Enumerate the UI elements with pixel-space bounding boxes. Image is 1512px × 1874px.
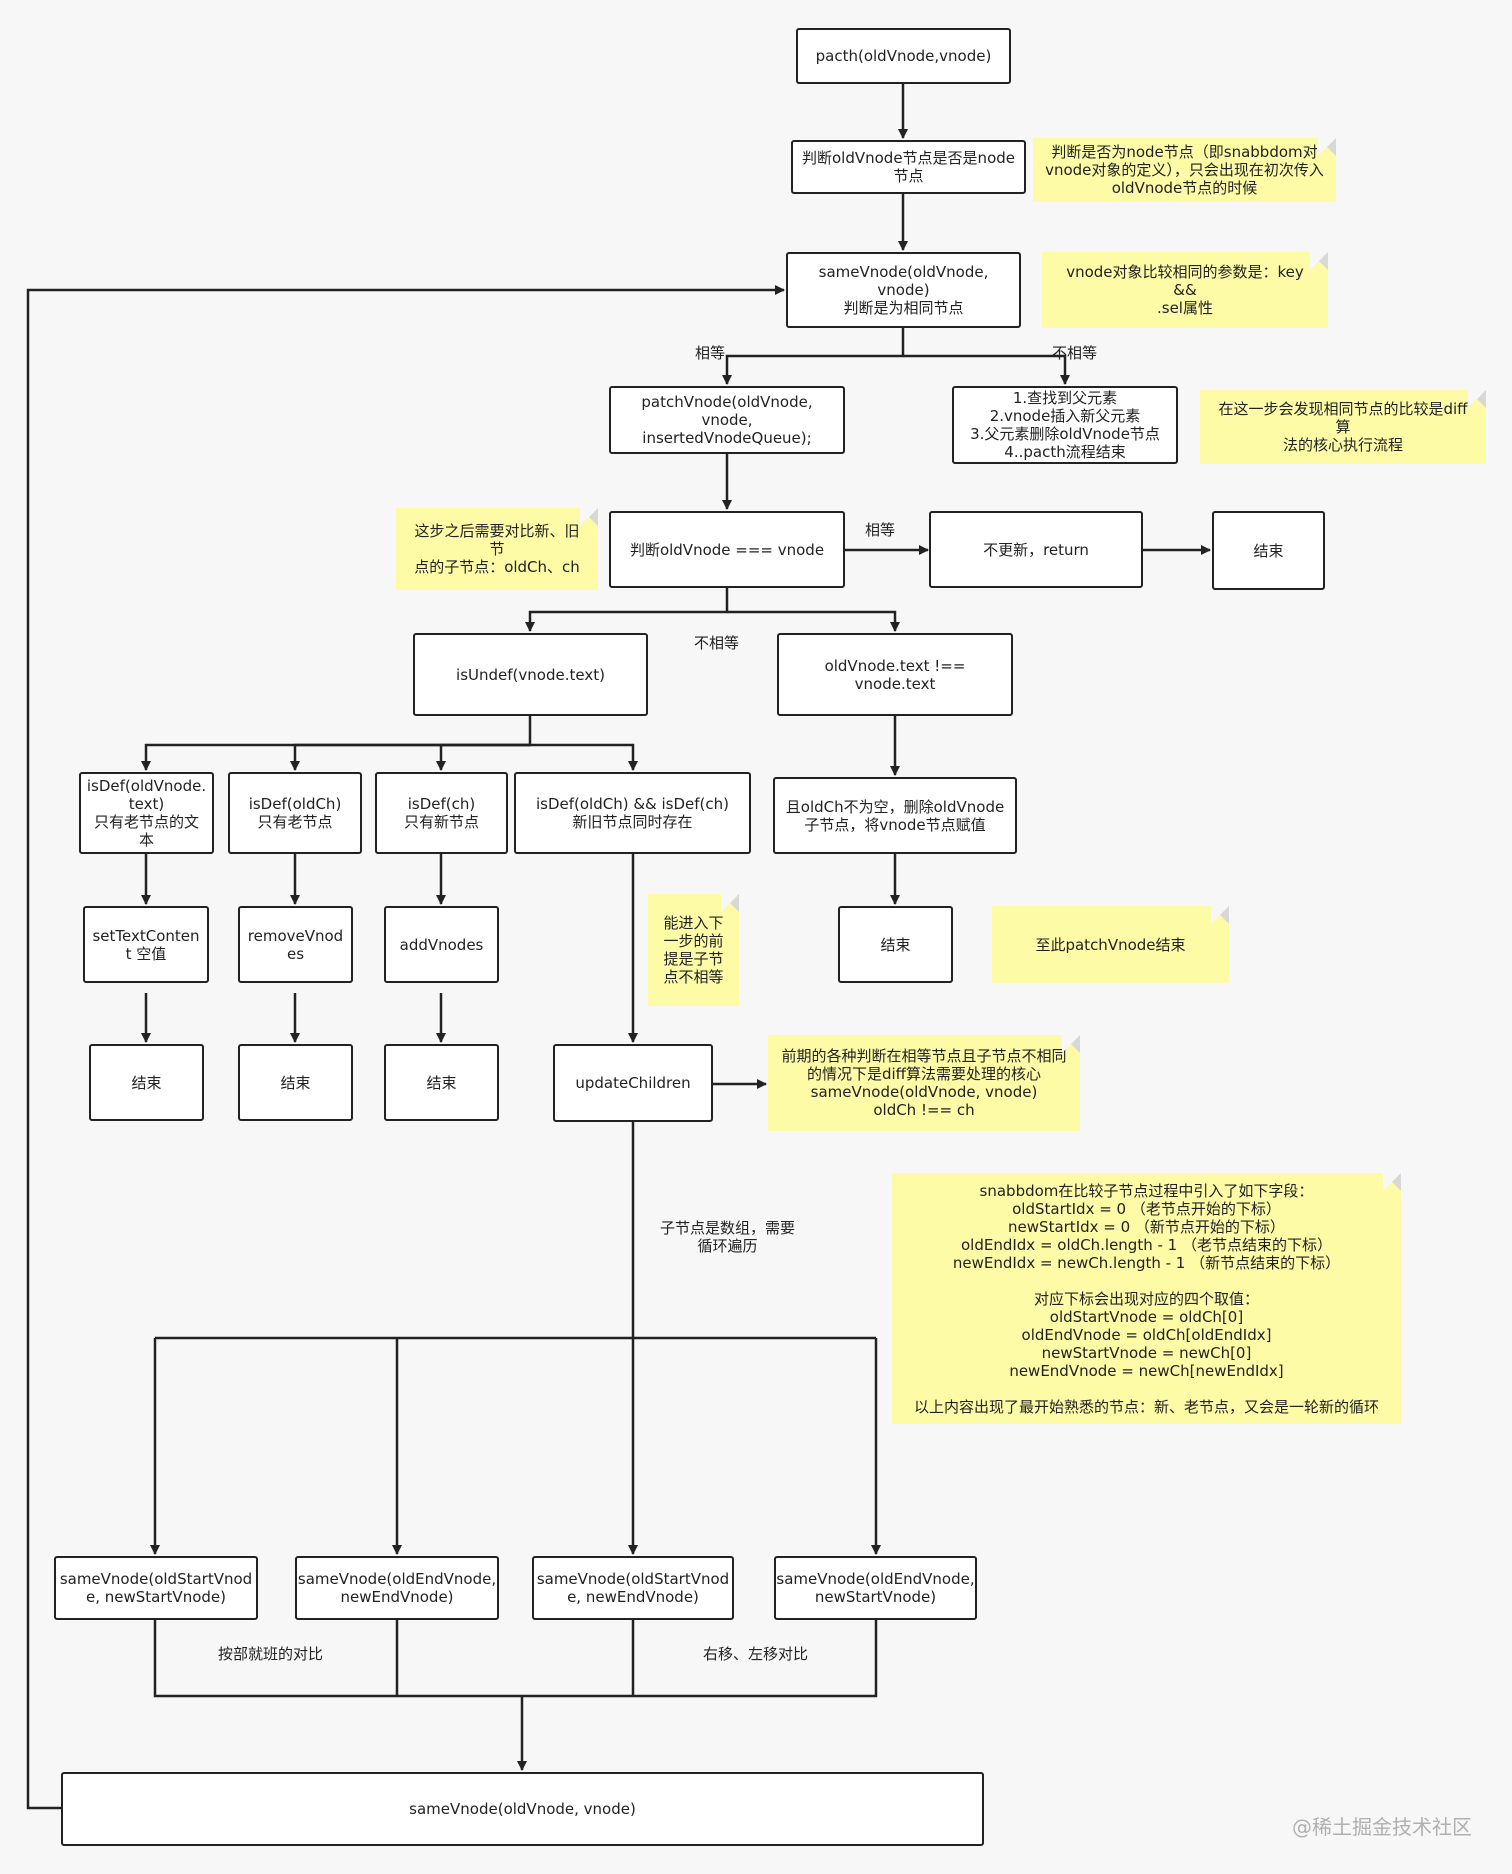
label-equal-1: 相等 <box>695 344 726 362</box>
end-node-5: 结束 <box>838 906 953 983</box>
same-vnode-end-end: sameVnode(oldEndVnode, newEndVnode) <box>295 1556 499 1620</box>
text-not-equal-check: oldVnode.text !== vnode.text <box>777 633 1013 716</box>
patch-vnode-node: patchVnode(oldVnode, vnode, insertedVnod… <box>609 386 845 454</box>
same-vnode-start-start: sameVnode(oldStartVnod e, newStartVnode) <box>54 1556 258 1620</box>
equal-check: 判断oldVnode === vnode <box>609 511 845 588</box>
same-vnode-check: sameVnode(oldVnode, vnode) 判断是为相同节点 <box>786 252 1021 328</box>
remove-old-children-node: 且oldCh不为空，删除oldVnode 子节点，将vnode节点赋值 <box>773 777 1017 854</box>
isdef-ch-node: isDef(ch) 只有新节点 <box>375 772 508 854</box>
note-compare-children: 这步之后需要对比新、旧节 点的子节点：oldCh、ch <box>396 508 598 590</box>
start-node: pacth(oldVnode,vnode) <box>796 28 1011 84</box>
isdef-old-text-node: isDef(oldVnode. text) 只有老节点的文 本 <box>79 772 214 854</box>
note-update-children-core: 前期的各种判断在相等节点且子节点不相同 的情况下是diff算法需要处理的核心 s… <box>768 1035 1080 1131</box>
end-node-1: 结束 <box>1212 511 1325 590</box>
set-text-content-node: setTextConten t 空值 <box>83 906 209 983</box>
label-not-equal-1: 不相等 <box>1052 344 1098 362</box>
same-vnode-end-start: sameVnode(oldEndVnode, newStartVnode) <box>774 1556 977 1620</box>
label-shift: 右移、左移对比 <box>703 1645 809 1663</box>
note-same-vnode-params: vnode对象比较相同的参数是：key && .sel属性 <box>1042 252 1328 328</box>
note-diff-core: 在这一步会发现相同节点的比较是diff算 法的核心执行流程 <box>1200 390 1486 464</box>
add-vnodes-node: addVnodes <box>384 906 499 983</box>
same-vnode-start-end: sameVnode(oldStartVnod e, newEndVnode) <box>532 1556 734 1620</box>
replace-node: 1.查找到父元素 2.vnode插入新父元素 3.父元素删除oldVnode节点… <box>952 386 1178 464</box>
watermark: @稀土掘金技术社区 <box>1292 1815 1472 1839</box>
note-is-node: 判断是否为node节点（即snabbdom对 vnode对象的定义），只会出现在… <box>1033 138 1336 202</box>
end-node-3: 结束 <box>238 1044 353 1121</box>
isdef-both-node: isDef(oldCh) && isDef(ch) 新旧节点同时存在 <box>514 772 751 854</box>
label-equal-2: 相等 <box>865 521 896 539</box>
is-undef-text-check: isUndef(vnode.text) <box>413 633 648 716</box>
no-update-node: 不更新，return <box>929 511 1143 588</box>
label-in-order: 按部就班的对比 <box>218 1645 324 1663</box>
label-child-array: 子节点是数组，需要 循环遍历 <box>660 1219 796 1255</box>
remove-vnodes-node: removeVnod es <box>238 906 353 983</box>
note-index-fields: snabbdom在比较子节点过程中引入了如下字段： oldStartIdx = … <box>892 1173 1401 1424</box>
note-patch-end: 至此patchVnode结束 <box>992 906 1229 983</box>
end-node-4: 结束 <box>384 1044 499 1121</box>
update-children-node: updateChildren <box>553 1044 713 1122</box>
final-same-vnode-node: sameVnode(oldVnode, vnode) <box>61 1772 984 1846</box>
is-node-check: 判断oldVnode节点是否是node节点 <box>791 140 1026 194</box>
note-children-not-equal: 能进入下 一步的前 提是子节 点不相等 <box>648 894 739 1006</box>
end-node-2: 结束 <box>89 1044 204 1121</box>
label-not-equal-2: 不相等 <box>694 634 740 652</box>
isdef-oldch-node: isDef(oldCh) 只有老节点 <box>228 772 362 854</box>
